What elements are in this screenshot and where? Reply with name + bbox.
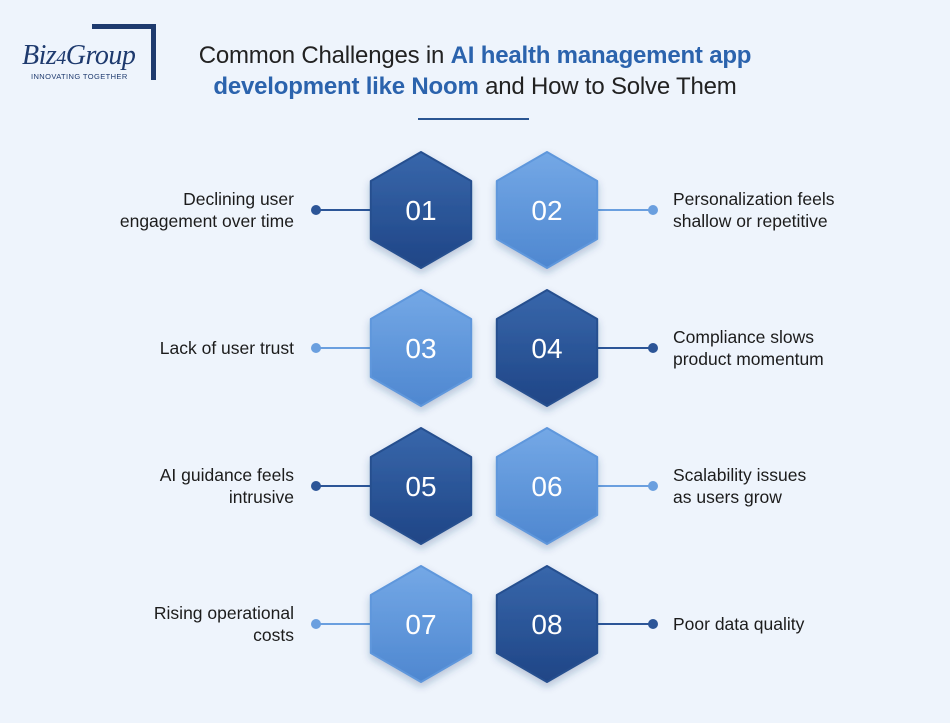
connector-dot-01 (311, 205, 321, 215)
connector-dot-02 (648, 205, 658, 215)
challenge-label-line1: Personalization feels (673, 189, 835, 209)
challenge-label-line1: Rising operational (153, 603, 294, 623)
connector-dot-05 (311, 481, 321, 491)
hexagon-number-02: 02 (531, 195, 562, 226)
challenge-label-08: Poor data quality (673, 613, 804, 635)
challenge-label-line1: Declining user (183, 189, 294, 209)
page-title: Common Challenges in AI health managemen… (165, 40, 785, 102)
hexagon-05 (369, 427, 473, 545)
logo-frame (92, 24, 156, 80)
hexagon-number-05: 05 (405, 471, 436, 502)
logo-tagline: INNOVATING TOGETHER (31, 72, 128, 81)
hexagon-01 (369, 151, 473, 269)
challenge-label-line1: AI guidance feels (159, 465, 294, 485)
hexagon-number-04: 04 (531, 333, 562, 364)
hexagon-03 (369, 289, 473, 407)
hexagon-number-06: 06 (531, 471, 562, 502)
hexagon-02 (495, 151, 599, 269)
challenge-label-line1: Scalability issues (673, 465, 807, 485)
challenge-label-line1: Lack of user trust (159, 338, 294, 358)
challenge-label-line1: Poor data quality (673, 614, 805, 634)
hexagon-number-01: 01 (405, 195, 436, 226)
hexagon-number-03: 03 (405, 333, 436, 364)
connector-dot-07 (311, 619, 321, 629)
challenge-label-line2: intrusive (228, 487, 294, 507)
title-highlight: AI health management app development lik… (213, 42, 752, 100)
title-underline (418, 118, 529, 120)
challenge-label-line2: engagement over time (119, 211, 294, 231)
connector-dot-04 (648, 343, 658, 353)
title-part-1: Common Challenges in (198, 42, 451, 69)
hexagon-number-08: 08 (531, 609, 562, 640)
challenge-label-line1: Compliance slows (673, 327, 815, 347)
hexagon-07 (369, 565, 473, 683)
challenge-label-line2: shallow or repetitive (673, 211, 828, 231)
hexagon-06 (495, 427, 599, 545)
hexagon-number-07: 07 (405, 609, 436, 640)
title-part-2: and How to Solve Them (478, 73, 737, 100)
challenge-label-line2: as users grow (673, 487, 782, 507)
hexagon-04 (495, 289, 599, 407)
challenge-label-line2: costs (253, 625, 294, 645)
challenge-label-line2: product momentum (673, 349, 824, 369)
connector-dot-06 (648, 481, 658, 491)
hexagon-08 (495, 565, 599, 683)
biz4group-logo: Biz4Group INNOVATING TOGETHER (22, 24, 158, 88)
connector-dot-03 (311, 343, 321, 353)
challenge-label-03: Lack of user trust (160, 337, 294, 359)
connector-dot-08 (648, 619, 658, 629)
logo-wordmark: Biz4Group (22, 40, 136, 71)
